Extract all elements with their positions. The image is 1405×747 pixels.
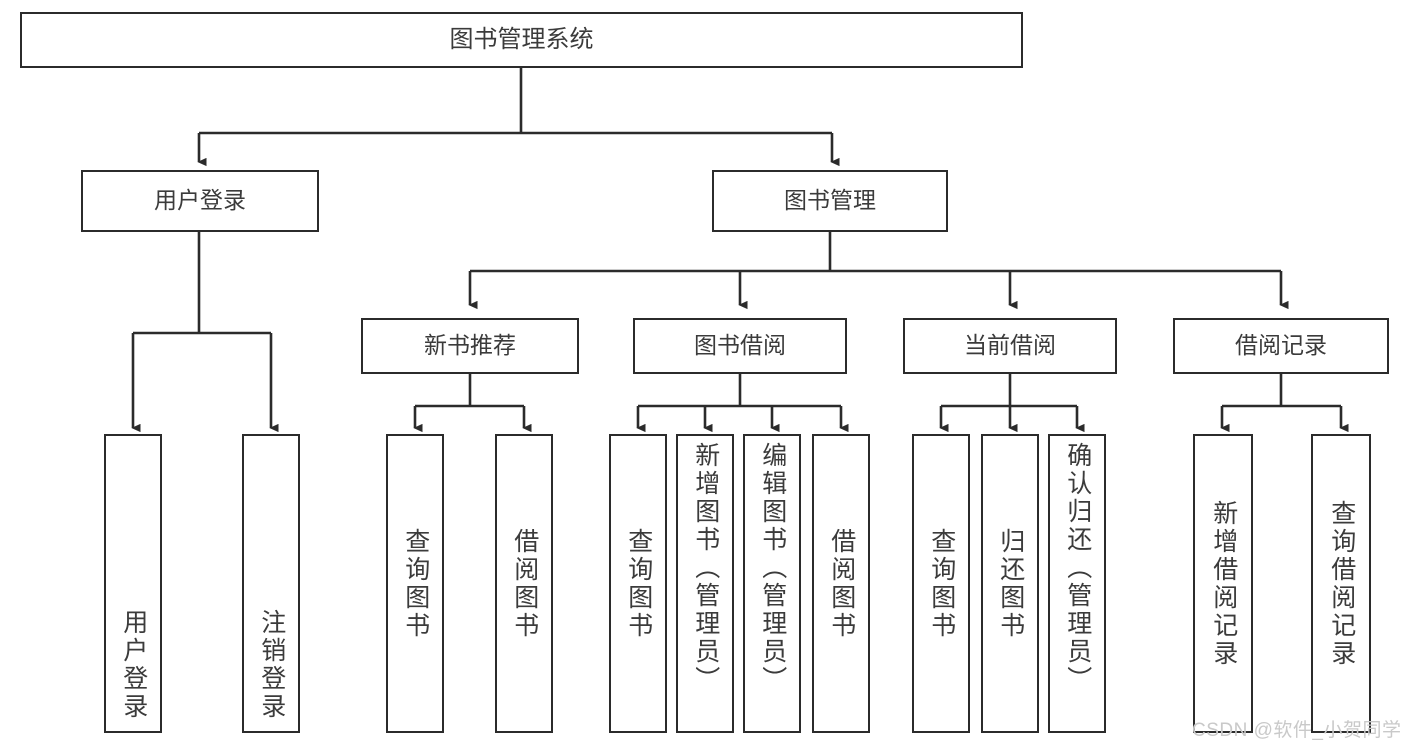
leaf-new-book-query-book[interactable]: 查询图书 <box>386 434 444 733</box>
node-book-management[interactable]: 图书管理 <box>712 170 948 232</box>
leaf-user-login-login[interactable]: 用户登录 <box>104 434 162 733</box>
node-label: 图书借阅 <box>694 332 786 359</box>
node-label: 归还图书 <box>996 527 1025 640</box>
node-root-book-management-system[interactable]: 图书管理系统 <box>20 12 1023 68</box>
leaf-current-borrow-query-book[interactable]: 查询图书 <box>912 434 970 733</box>
node-label: 图书管理系统 <box>449 25 594 53</box>
leaf-book-borrow-borrow-book[interactable]: 借阅图书 <box>812 434 870 733</box>
leaf-book-borrow-edit-book[interactable]: 编辑图书（管理员） <box>743 434 801 733</box>
node-label: 查询图书 <box>927 527 956 640</box>
leaf-borrow-record-query-record[interactable]: 查询借阅记录 <box>1311 434 1371 733</box>
node-current-borrow[interactable]: 当前借阅 <box>903 318 1117 374</box>
node-label: 新书推荐 <box>424 332 516 359</box>
node-label: 当前借阅 <box>964 332 1056 359</box>
node-label: 借阅图书 <box>827 527 856 640</box>
node-user-login[interactable]: 用户登录 <box>81 170 319 232</box>
node-label: 借阅图书 <box>510 527 539 640</box>
node-label: 图书管理 <box>784 187 876 214</box>
node-label: 确认归还（管理员） <box>1063 442 1092 694</box>
node-label: 新增图书（管理员） <box>691 442 720 694</box>
leaf-new-book-borrow-book[interactable]: 借阅图书 <box>495 434 553 733</box>
leaf-current-borrow-return-book[interactable]: 归还图书 <box>981 434 1039 733</box>
node-label: 用户登录 <box>119 609 148 721</box>
leaf-user-login-logout[interactable]: 注销登录 <box>242 434 300 733</box>
node-label: 查询借阅记录 <box>1327 499 1356 668</box>
node-label: 新增借阅记录 <box>1209 499 1238 668</box>
node-label: 编辑图书（管理员） <box>758 442 787 694</box>
node-label: 查询图书 <box>401 527 430 640</box>
node-label: 查询图书 <box>624 527 653 640</box>
node-label: 借阅记录 <box>1235 332 1327 359</box>
node-book-borrow[interactable]: 图书借阅 <box>633 318 847 374</box>
node-borrow-record[interactable]: 借阅记录 <box>1173 318 1389 374</box>
node-new-book-recommend[interactable]: 新书推荐 <box>361 318 579 374</box>
node-label: 用户登录 <box>154 187 246 214</box>
leaf-book-borrow-query-book[interactable]: 查询图书 <box>609 434 667 733</box>
leaf-borrow-record-add-record[interactable]: 新增借阅记录 <box>1193 434 1253 733</box>
leaf-current-borrow-confirm-return[interactable]: 确认归还（管理员） <box>1048 434 1106 733</box>
leaf-book-borrow-add-book[interactable]: 新增图书（管理员） <box>676 434 734 733</box>
csdn-watermark: CSDN @软件_小贺同学 <box>1192 720 1402 741</box>
node-label: 注销登录 <box>257 609 286 721</box>
